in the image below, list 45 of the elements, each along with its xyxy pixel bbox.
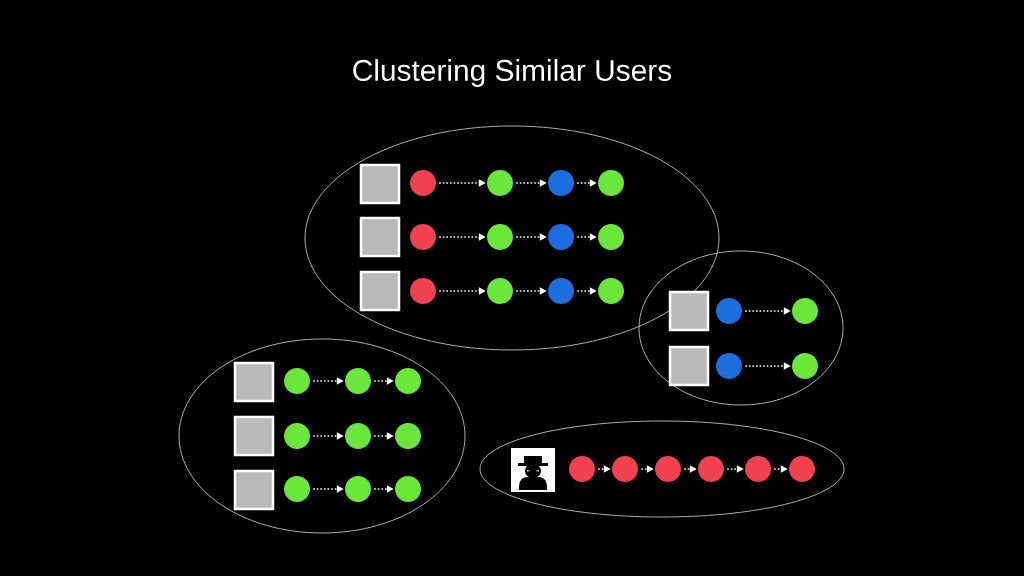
photo-block — [668, 345, 710, 387]
photo-block — [359, 163, 401, 205]
state-circle — [345, 476, 371, 502]
state-circle — [598, 224, 624, 250]
state-circle — [345, 368, 371, 394]
photo-block — [233, 469, 275, 511]
state-circle — [284, 368, 310, 394]
state-circle — [792, 298, 818, 324]
state-circle — [410, 224, 436, 250]
cluster-ellipse — [479, 420, 845, 518]
state-circle — [569, 456, 595, 482]
state-circle — [487, 224, 513, 250]
state-circle — [698, 456, 724, 482]
photo-block — [359, 216, 401, 258]
title: Clustering Similar Users — [353, 59, 672, 87]
state-circle — [789, 456, 815, 482]
state-circle — [410, 278, 436, 304]
state-circle — [487, 278, 513, 304]
photo-block — [233, 361, 275, 403]
state-circle — [716, 353, 742, 379]
state-circle — [745, 456, 771, 482]
state-circle — [284, 423, 310, 449]
cluster-ellipse — [638, 250, 844, 406]
photo-block — [359, 270, 401, 312]
state-circle — [345, 423, 371, 449]
spy-silhouette-icon — [511, 448, 555, 492]
photo-block — [668, 290, 710, 332]
state-circle — [410, 170, 436, 196]
state-circle — [395, 368, 421, 394]
photo-block — [233, 415, 275, 457]
state-circle — [598, 170, 624, 196]
state-circle — [716, 298, 742, 324]
state-circle — [284, 476, 310, 502]
state-circle — [487, 170, 513, 196]
cluster-ellipse — [304, 125, 720, 351]
state-circle — [395, 423, 421, 449]
state-circle — [792, 353, 818, 379]
state-circle — [548, 224, 574, 250]
state-circle — [548, 278, 574, 304]
state-circle — [395, 476, 421, 502]
state-circle — [655, 456, 681, 482]
state-circle — [598, 278, 624, 304]
cluster-ellipse — [178, 338, 466, 534]
state-circle — [612, 456, 638, 482]
state-circle — [548, 170, 574, 196]
